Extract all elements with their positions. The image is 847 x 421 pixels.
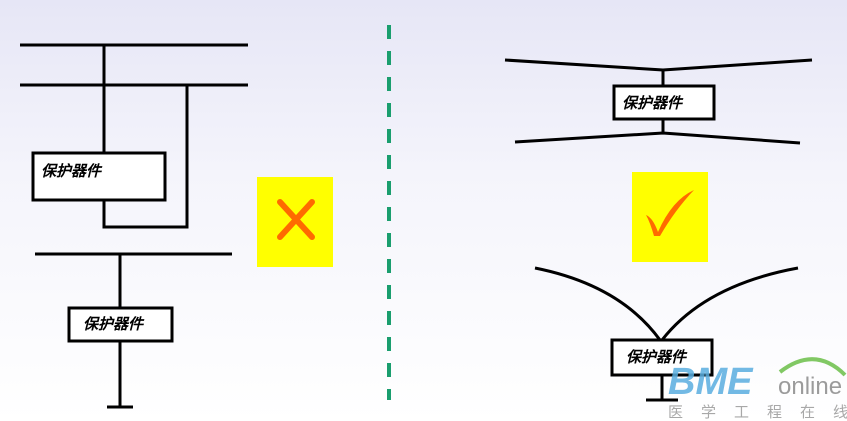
device-box: [610, 338, 714, 377]
cross-icon: [277, 199, 315, 240]
device-label: 保护器件: [622, 94, 684, 112]
device-label: 保护器件: [41, 162, 103, 180]
curve-wire-right: [660, 266, 799, 341]
device-label: 保护器件: [83, 315, 145, 333]
bus-line-4: [504, 58, 813, 72]
svg-text:BME: BME: [668, 361, 754, 403]
svg-text:医学工程在线: 医学工程在线: [668, 403, 847, 421]
watermark-logo: BME online 医学工程在线: [668, 357, 847, 421]
curve-wire-left: [534, 266, 662, 341]
svg-text:online: online: [778, 373, 842, 400]
check-icon: [646, 190, 694, 236]
bus-line-5: [514, 131, 801, 145]
wire: [102, 85, 189, 229]
device-box: [67, 306, 174, 343]
device-box: [31, 151, 167, 202]
device-label: 保护器件: [626, 348, 688, 366]
